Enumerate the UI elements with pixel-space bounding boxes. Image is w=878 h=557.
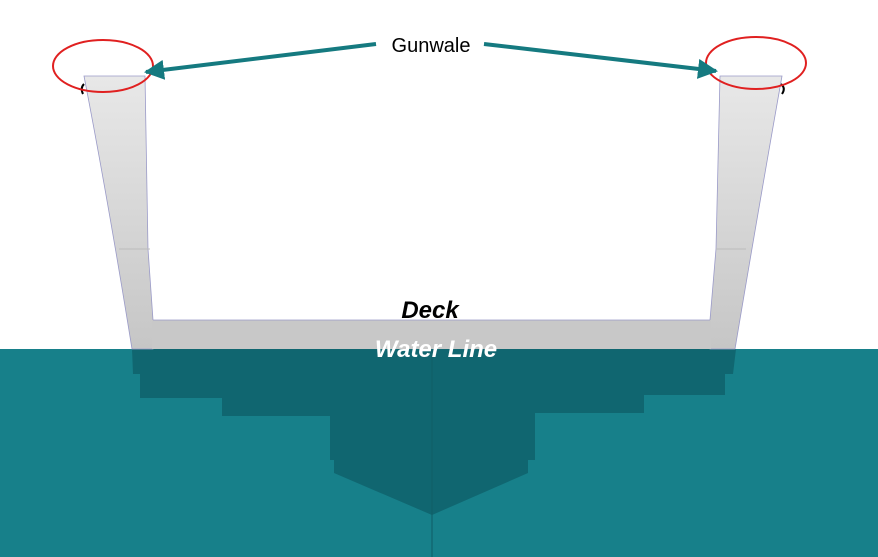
right-gunwale-arrow <box>483 42 718 79</box>
right-hull-side <box>709 75 783 350</box>
gunwale-label-bg <box>380 33 482 57</box>
gunwale-label: Gunwale <box>392 35 471 57</box>
left-hull-side <box>83 75 154 350</box>
water-line-label: Water Line <box>375 336 497 363</box>
left-gunwale-arrow <box>144 42 377 80</box>
submerged-hull <box>132 349 736 515</box>
deck-plate <box>152 320 711 349</box>
left-gunwale-edge-mark <box>80 83 85 95</box>
deck-label: Deck <box>401 297 460 324</box>
